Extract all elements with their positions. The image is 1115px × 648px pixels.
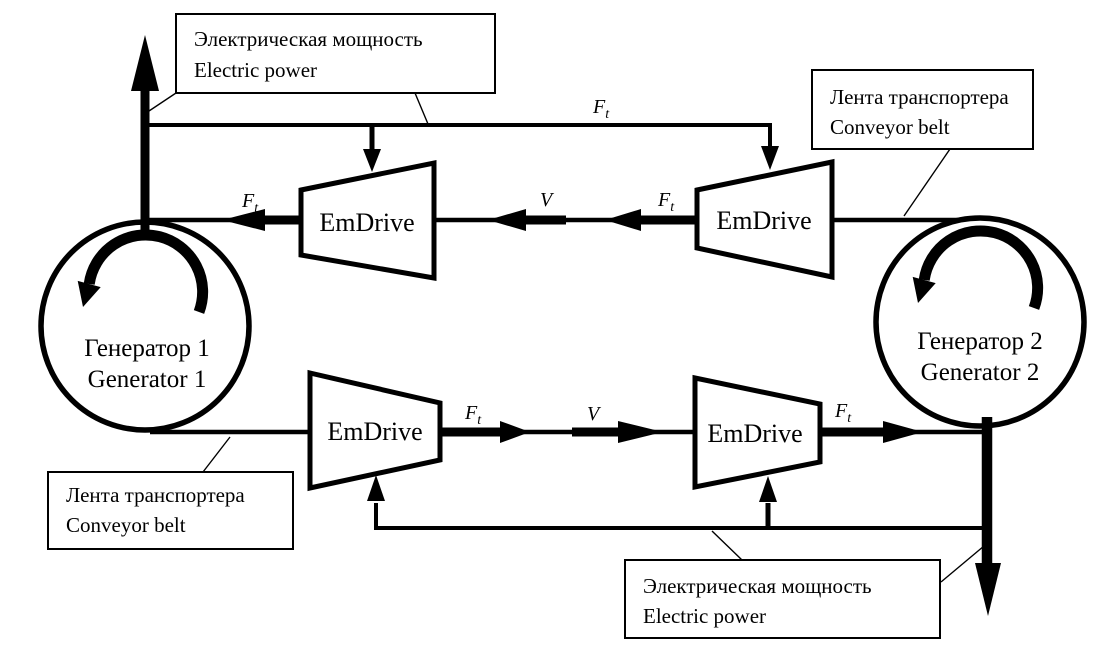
emdrive-top-right-label: EmDrive: [716, 206, 811, 235]
emdrive-top-left-shape: [298, 159, 437, 281]
force-symbol: F: [241, 190, 255, 212]
callout-conveyor-belt-left-box: [47, 471, 294, 550]
force-subscript: t: [477, 413, 482, 428]
leader-line-power-bottom-b: [940, 545, 985, 583]
power-branch-top-right-arrowhead: [761, 146, 779, 170]
callout-conveyor-belt-right-en: Conveyor belt: [830, 115, 950, 139]
leader-line-belt-right: [903, 148, 951, 217]
emdrive-top-left-label: EmDrive: [319, 208, 414, 237]
force-label-bottom-left: Ft: [464, 402, 482, 428]
force-symbol: F: [464, 402, 478, 424]
force-arrow-bottom-left-arrowhead: [500, 421, 530, 443]
force-subscript: t: [605, 107, 610, 122]
leader-line-power-top-b: [414, 92, 429, 125]
force-arrow-top-mid-arrowhead: [605, 209, 641, 231]
power-branch-bottom-right-arrowhead: [759, 476, 777, 502]
emdrive-bottom-right-shape: [692, 374, 823, 491]
callout-conveyor-belt-right-ru: Лента транспортера: [830, 85, 1009, 109]
callout-electric-power-bottom-ru: Электрическая мощность: [643, 574, 872, 598]
leader-line-power-top-a: [148, 92, 177, 112]
electric-power-top-line: [145, 123, 772, 147]
velocity-arrow-bottom-arrowhead: [618, 421, 663, 443]
force-symbol: F: [834, 400, 848, 422]
callout-conveyor-belt-left-en: Conveyor belt: [66, 513, 186, 537]
leader-line-power-bottom-a: [711, 530, 743, 561]
force-symbol: F: [592, 96, 606, 118]
velocity-arrow-top-arrowhead: [488, 209, 526, 231]
force-arrow-top-left-arrowhead: [222, 209, 265, 231]
emdrive-bottom-left-shape: [307, 369, 443, 492]
electric-power-up-arrowhead: [131, 35, 159, 91]
emdrive-bottom-left-label: EmDrive: [327, 417, 422, 446]
callout-conveyor-belt-left-ru: Лента транспортера: [66, 483, 245, 507]
emdrive-top-right-shape: [694, 158, 835, 281]
force-subscript: t: [847, 411, 852, 426]
force-subscript: t: [670, 200, 675, 215]
force-label-top-mid: Ft: [657, 189, 675, 215]
force-label-bottom-right: Ft: [834, 400, 852, 426]
power-branch-top-left-arrowhead: [363, 149, 381, 172]
generator-1-label-ru: Генератор 1: [84, 335, 209, 362]
velocity-label-bottom: V: [587, 403, 602, 425]
electric-power-down-arrowhead: [975, 563, 1001, 616]
force-label-top-line: Ft: [592, 96, 610, 122]
power-branch-bottom-left-arrowhead: [367, 475, 385, 501]
force-arrow-bottom-right-arrowhead: [883, 421, 923, 443]
generator-2-label-ru: Генератор 2: [917, 328, 1042, 355]
force-symbol: F: [657, 189, 671, 211]
force-label-top-left: Ft: [241, 190, 259, 216]
callout-electric-power-top-box: [175, 13, 496, 94]
electric-power-bottom-line: [374, 503, 987, 530]
generator-2-label-en: Generator 2: [921, 359, 1040, 386]
emdrive-bottom-right-label: EmDrive: [707, 419, 802, 448]
generator-1-rotation-arrowhead: [77, 280, 101, 307]
velocity-label-top: V: [540, 189, 555, 211]
callout-conveyor-belt-right-box: [811, 69, 1034, 150]
generator-1-label-en: Generator 1: [88, 366, 207, 393]
leader-line-belt-left: [202, 436, 231, 473]
generator-1-rotation-arrow: [83, 229, 209, 314]
generator-2-rotation-arrow: [918, 225, 1044, 310]
callout-electric-power-top-ru: Электрическая мощность: [194, 27, 423, 51]
generator-1-circle: [38, 219, 252, 433]
callout-electric-power-bottom-en: Electric power: [643, 604, 766, 628]
force-subscript: t: [254, 201, 259, 216]
callout-electric-power-bottom-box: [624, 559, 941, 639]
generator-2-rotation-arrowhead: [912, 276, 936, 303]
generator-2-circle: [873, 215, 1087, 429]
callout-electric-power-top-en: Electric power: [194, 58, 317, 82]
